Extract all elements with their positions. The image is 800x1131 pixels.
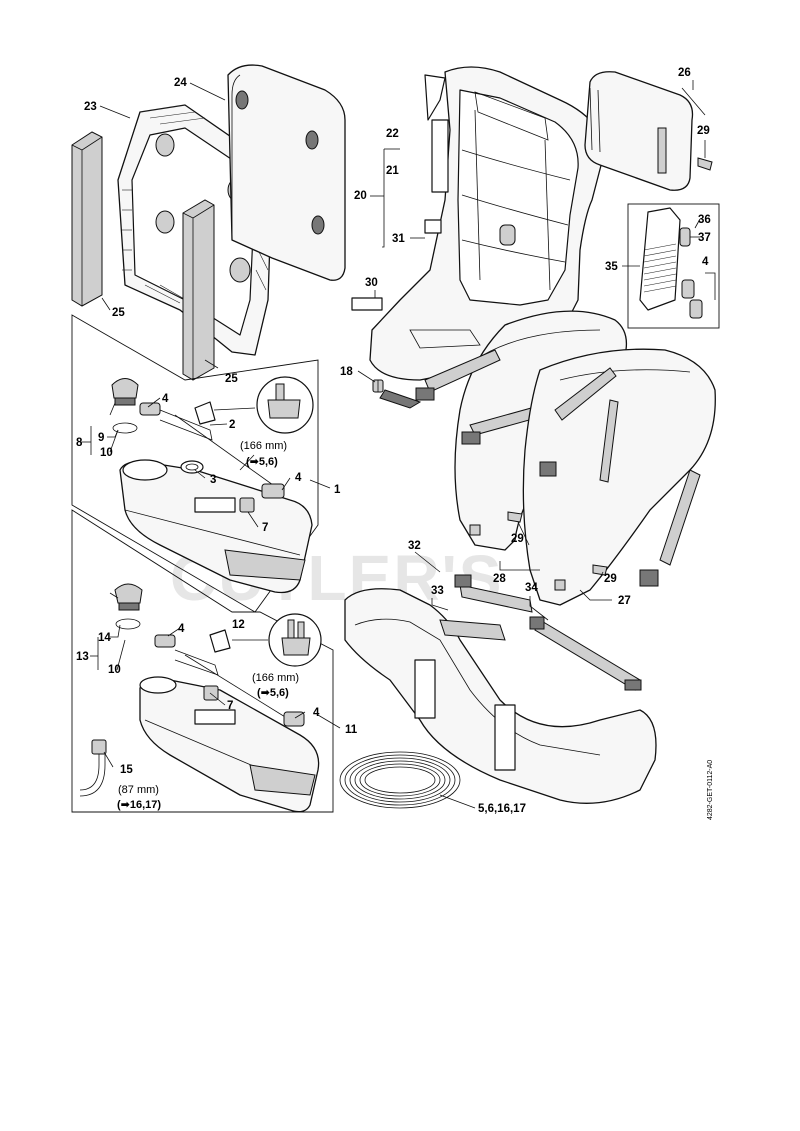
callout-35: 35	[605, 261, 618, 273]
callout-12: 12	[232, 619, 245, 631]
callout-26: 26	[678, 67, 691, 79]
callout-23: 23	[84, 101, 97, 113]
callout-labels: 23 24 25 25 26 29 22 21 20 31 30 18 36 3…	[76, 67, 711, 815]
drawing-reference: 4282-GET-0112-A0	[707, 760, 714, 820]
callout-4: 4	[313, 707, 320, 719]
callout-30: 30	[365, 277, 378, 289]
callout-27: 27	[618, 595, 631, 607]
callout-4: 4	[162, 393, 169, 405]
hip-belt-part-32	[344, 574, 657, 804]
callout-25: 25	[225, 373, 238, 385]
leader-lines	[80, 80, 716, 809]
callout-21: 21	[386, 165, 399, 177]
callout-15: 15	[120, 764, 133, 776]
callout-36: 36	[698, 214, 711, 226]
callout-4: 4	[702, 256, 709, 268]
callout-8: 8	[76, 437, 83, 449]
callout-7: 7	[227, 700, 233, 712]
gasket-part-3	[180, 460, 204, 474]
callout-20: 20	[354, 190, 367, 202]
screw-29-group	[507, 157, 713, 576]
callout-3: 3	[210, 474, 216, 486]
callout-18: 18	[340, 366, 353, 378]
valve-part-7	[239, 497, 255, 513]
back-frame-20	[351, 66, 606, 409]
shoulder-strap-right-27	[522, 348, 716, 606]
callout-37: 37	[698, 232, 711, 244]
callout-14: 14	[98, 632, 111, 644]
callout-1: 1	[334, 484, 341, 496]
cap-part-8	[111, 378, 139, 434]
foam-strips-25	[71, 131, 215, 381]
callout-28: 28	[493, 573, 506, 585]
callout-4: 4	[295, 472, 302, 484]
cap-part-13	[114, 583, 143, 630]
hose-coil	[339, 751, 461, 809]
hose-ref-note: (➡16,17)	[117, 799, 161, 811]
detail-circle-upper	[213, 376, 314, 434]
hose-length-note: (166 mm)	[252, 672, 299, 684]
callout-33: 33	[431, 585, 444, 597]
pad-part-26	[584, 71, 694, 191]
fitting-part-15	[79, 739, 107, 797]
callout-25: 25	[112, 307, 125, 319]
tank-part-11	[139, 676, 320, 813]
callout-13: 13	[76, 651, 89, 663]
callout-11: 11	[345, 724, 358, 736]
callout-4: 4	[178, 623, 185, 635]
callout-29: 29	[697, 125, 710, 137]
screw-18	[372, 379, 384, 393]
callout-22: 22	[386, 128, 399, 140]
callout-34: 34	[525, 582, 538, 594]
detail-circle-lower	[232, 613, 322, 667]
callout-31: 31	[392, 233, 405, 245]
upper-tank-frame	[71, 314, 334, 813]
callout-10: 10	[108, 664, 121, 676]
cover-part-24	[227, 64, 346, 281]
callout-32: 32	[408, 540, 421, 552]
hose-ref-note: (➡5,6)	[246, 456, 278, 468]
callout-9: 9	[98, 432, 104, 444]
filter-part-35	[627, 203, 720, 329]
hose-part-2	[139, 401, 285, 499]
hose-length-note: (166 mm)	[240, 440, 287, 452]
callout-5-6-16-17: 5,6,16,17	[478, 803, 526, 815]
callout-2: 2	[229, 419, 235, 431]
callout-7: 7	[262, 522, 268, 534]
callout-10: 10	[100, 447, 113, 459]
hose-ref-note: (➡5,6)	[257, 687, 289, 699]
hose-length-note: (87 mm)	[118, 784, 159, 796]
callout-29: 29	[604, 573, 617, 585]
callout-24: 24	[174, 77, 187, 89]
callout-29: 29	[511, 533, 524, 545]
